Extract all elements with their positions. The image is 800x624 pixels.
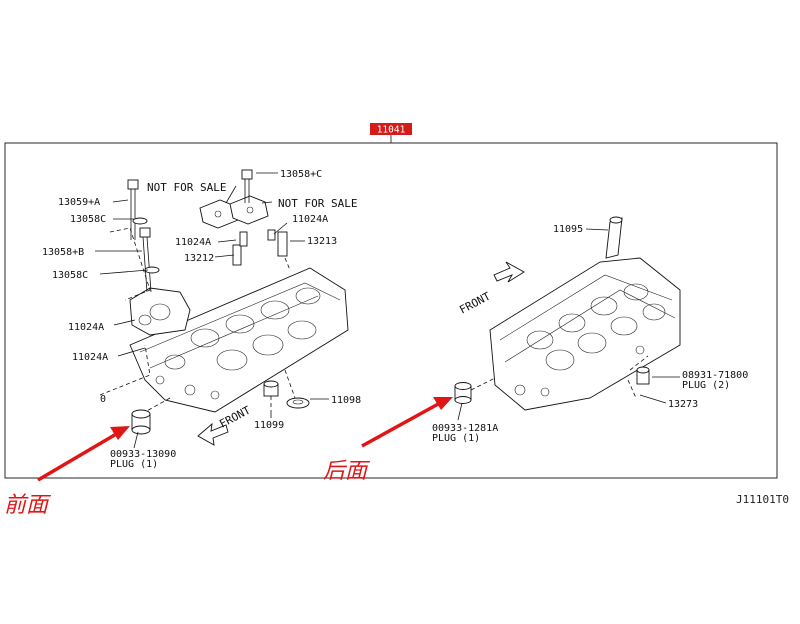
svg-text:FRONT: FRONT bbox=[457, 289, 493, 316]
label-11024a-left2: 11024A bbox=[72, 352, 108, 363]
label-13058b: 13058+B bbox=[42, 247, 84, 258]
rear-cylinder-head bbox=[489, 257, 681, 411]
front-side-annotation: 前面 bbox=[4, 493, 52, 518]
diagram-frame bbox=[4, 142, 778, 479]
plug-front bbox=[131, 409, 151, 435]
label-11099: 11099 bbox=[254, 420, 284, 431]
label-plug2-desc: PLUG (2) bbox=[682, 380, 730, 391]
label-11024a-left1: 11024A bbox=[68, 322, 104, 333]
label-11024a-right: 11024A bbox=[292, 214, 328, 225]
plug-08931 bbox=[636, 366, 650, 385]
main-part-badge: 11041 bbox=[370, 123, 412, 136]
label-not-for-sale-1: NOT FOR SALE bbox=[147, 181, 226, 194]
plug-rear bbox=[454, 382, 472, 404]
label-plug-front-number: 00933-13090 bbox=[110, 449, 176, 460]
label-not-for-sale-2: NOT FOR SALE bbox=[278, 197, 357, 210]
label-13058c-right: 13058+C bbox=[280, 169, 322, 180]
rear-side-annotation: 后面 bbox=[323, 459, 371, 484]
bolt-13058b bbox=[139, 227, 160, 293]
label-13273: 13273 bbox=[668, 399, 698, 410]
label-13059a: 13059+A bbox=[58, 197, 100, 208]
front-side-pointer-arrow bbox=[37, 426, 130, 482]
rear-side-pointer-arrow bbox=[361, 397, 453, 448]
label-plug-rear-number: 00933-1281A bbox=[432, 423, 498, 434]
seal-11099 bbox=[263, 380, 279, 397]
diagram-code: J11101T0 bbox=[736, 493, 789, 506]
label-11098: 11098 bbox=[331, 395, 361, 406]
label-plug-rear-desc: PLUG (1) bbox=[432, 433, 480, 444]
label-11024a-mid: 11024A bbox=[175, 237, 211, 248]
label-13058c-bottom: 13058C bbox=[52, 270, 88, 281]
front-direction-arrow-right: FRONT bbox=[457, 261, 525, 317]
bolt-13059a bbox=[127, 179, 148, 240]
dowel-13212 bbox=[232, 231, 248, 266]
bolt-13058c bbox=[241, 169, 253, 203]
label-13212: 13212 bbox=[184, 253, 214, 264]
plug-11098 bbox=[286, 397, 310, 409]
label-13213: 13213 bbox=[307, 236, 337, 247]
label-zero-marker: 0 bbox=[100, 394, 106, 405]
front-cylinder-head bbox=[129, 267, 349, 413]
label-11095: 11095 bbox=[553, 224, 583, 235]
cam-cap-left bbox=[199, 195, 269, 229]
dowel-13213 bbox=[267, 229, 288, 257]
label-13058c-top: 13058C bbox=[70, 214, 106, 225]
main-part-number: 11041 bbox=[377, 125, 406, 136]
label-plug2-number: 08931-71800 bbox=[682, 370, 748, 381]
tube-11095 bbox=[605, 216, 623, 259]
label-plug-front-desc: PLUG (1) bbox=[110, 459, 158, 470]
